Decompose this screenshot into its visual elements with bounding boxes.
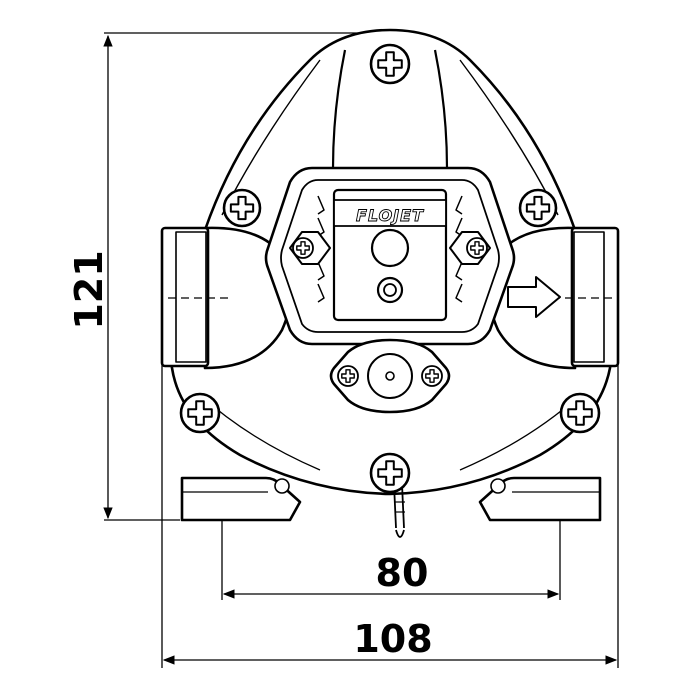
phillips-cross-icon [425,369,439,383]
screw-lower-right [559,392,601,434]
foot-left [180,476,302,522]
brand-label-plate [333,199,447,227]
pump-body [160,28,620,538]
base-feet [180,476,602,522]
phillips-cross-icon [567,400,593,426]
base-width-dimension-label: 80 [376,551,429,595]
switch-screw-inner [383,283,397,297]
shell-center-ridge [331,49,449,169]
dimension-lines [103,32,619,668]
screw-switch-right [466,237,488,259]
pressure-switch-adjust [370,228,410,268]
phillips-cross-icon [187,400,213,426]
screw-bottom-center [369,452,411,494]
foot-right [478,476,602,522]
phillips-cross-icon [377,460,403,486]
phillips-cross-icon [470,241,484,255]
overall-width-dimension-label: 108 [353,617,432,661]
phillips-cross-icon [525,195,551,221]
screw-upper-left [222,188,262,228]
screw-upper-right [518,188,558,228]
screw-top [369,43,411,85]
center-boss-pin [385,371,395,381]
screws [179,43,601,494]
screw-boss-left [337,365,359,387]
screw-boss-right [421,365,443,387]
inlet-port [160,226,230,368]
screw-lower-left [179,392,221,434]
screw-switch-left [292,237,314,259]
phillips-cross-icon [377,51,403,77]
height-dimension-label: 121 [67,250,111,329]
outlet-port [552,226,620,368]
phillips-cross-icon [296,241,310,255]
brand-label: FLOJET [356,206,424,225]
phillips-cross-icon [229,195,255,221]
flow-arrow-icon [507,276,561,318]
phillips-cross-icon [341,369,355,383]
